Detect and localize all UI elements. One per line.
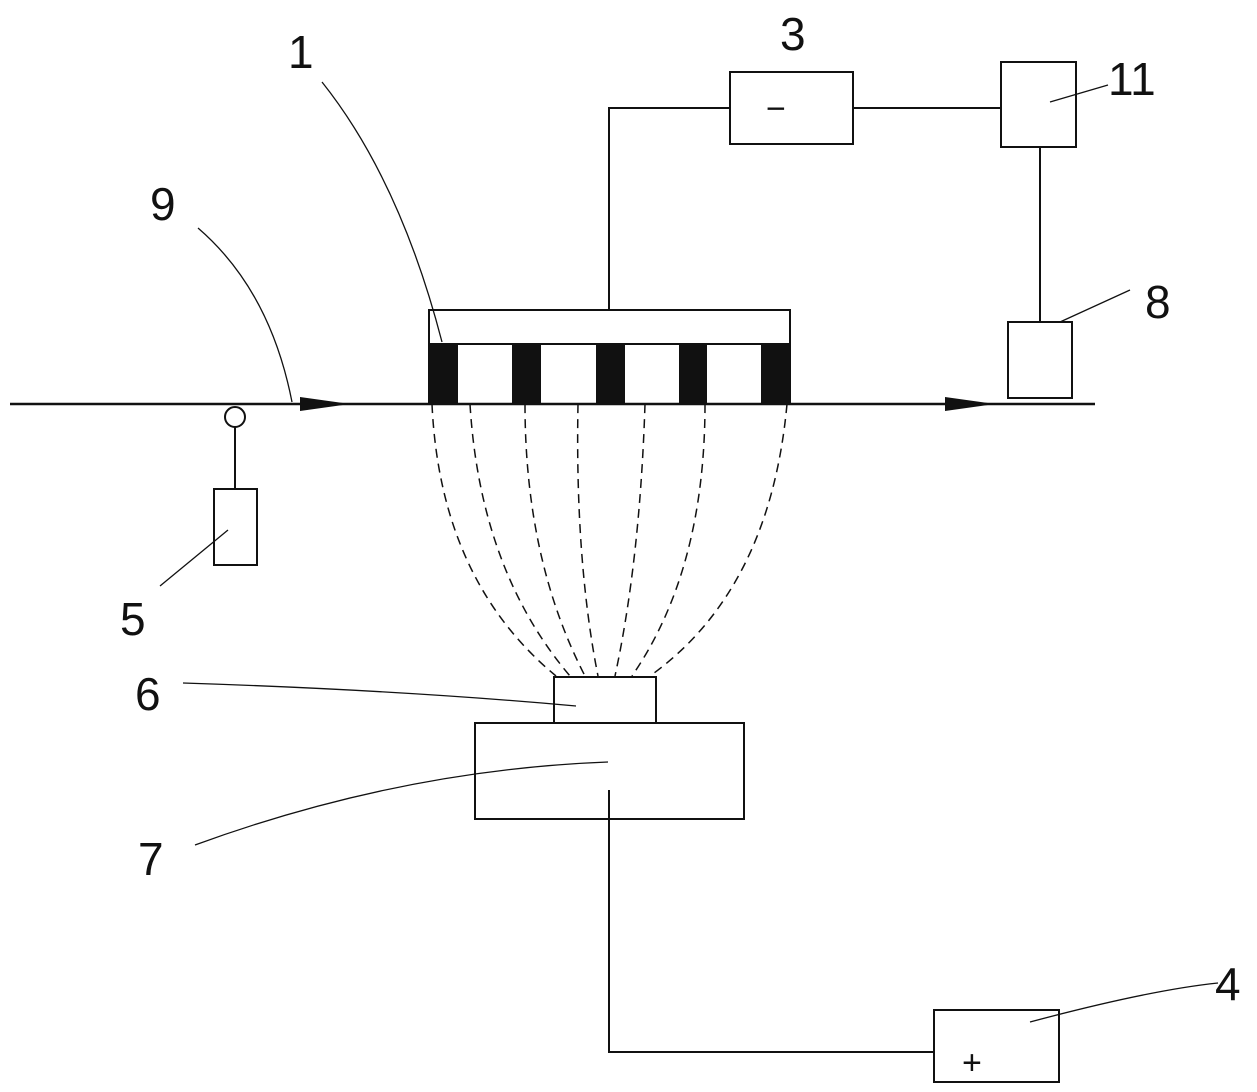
electrode-block <box>596 344 625 404</box>
electrode-block <box>512 344 541 404</box>
electrode-assembly <box>429 310 790 404</box>
electrode-block <box>679 344 707 404</box>
label-9: 9 <box>150 178 176 230</box>
negative-symbol: − <box>766 90 786 128</box>
label-11: 11 <box>1108 53 1156 105</box>
arrow-right <box>945 397 995 411</box>
label-1: 1 <box>288 26 314 78</box>
label-7: 7 <box>138 833 164 885</box>
label-3: 3 <box>780 8 806 60</box>
electrode-block <box>429 344 458 404</box>
arrow-left <box>300 397 350 411</box>
negative-power-box <box>730 72 853 144</box>
field-lines <box>432 404 787 676</box>
positive-symbol: + <box>962 1044 982 1082</box>
spinneret <box>554 677 656 723</box>
tension-box <box>214 489 257 565</box>
electrode-block <box>761 344 790 404</box>
label-6: 6 <box>135 668 161 720</box>
positive-power-box <box>934 1010 1059 1082</box>
label-4: 4 <box>1215 958 1241 1010</box>
guide-roller <box>225 407 245 427</box>
sensor-box <box>1008 322 1072 398</box>
label-8: 8 <box>1145 276 1171 328</box>
label-5: 5 <box>120 593 146 645</box>
controller-box <box>1001 62 1076 147</box>
